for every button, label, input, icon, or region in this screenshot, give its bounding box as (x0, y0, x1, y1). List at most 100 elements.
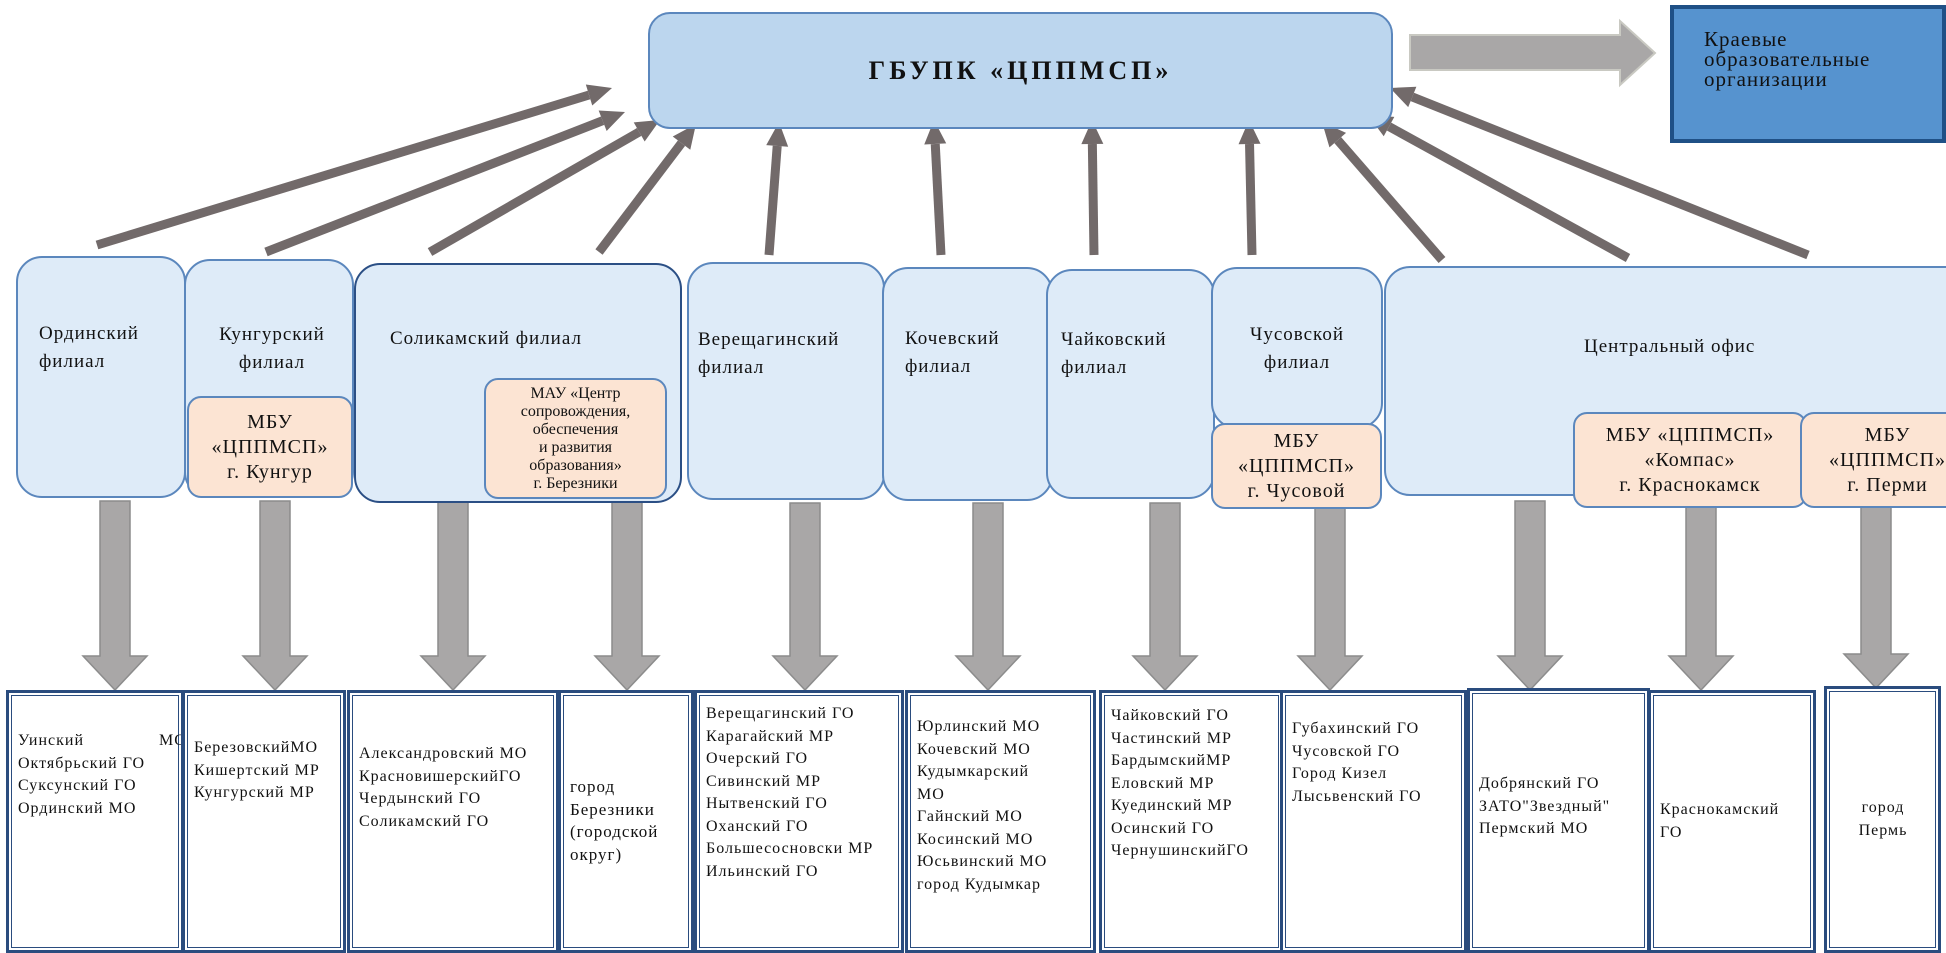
branch-label: филиал (39, 351, 106, 372)
mun-line: ЧернушинскийГО (1111, 842, 1249, 859)
up-arrow-shaft (764, 145, 782, 256)
mun-box-krasnokamsk: Краснокамский ГО (1648, 690, 1816, 953)
branch-label: Чайковский (1061, 329, 1167, 350)
mun-line: Ильинский ГО (706, 862, 819, 880)
down-arrow (1667, 502, 1735, 692)
mun-line: БерезовскийМО (194, 739, 319, 756)
mun-line: Александровский МО (359, 745, 528, 762)
branch-label: Чусовской (1249, 324, 1344, 345)
branch-label: филиал (1263, 352, 1331, 373)
mun-line: Чайковский ГО (1111, 707, 1229, 724)
mun-line: МО (917, 785, 945, 803)
down-arrow (1842, 502, 1910, 690)
up-arrow-shaft (1087, 143, 1099, 256)
mun-line: Юсьвинский МО (917, 853, 1048, 870)
mun-line: Кишертский МР (194, 761, 320, 779)
sub-line: МБУ «ЦППМСП» (1605, 423, 1775, 446)
mun-line: Большесосновски МР (706, 840, 874, 857)
down-arrow (419, 500, 487, 692)
mun-line: Город Кизел (1292, 765, 1388, 782)
mun-line: Сивинский МР (706, 772, 822, 790)
branch-label: филиал (238, 352, 306, 373)
up-arrow-head (598, 110, 625, 131)
sub-line: и развития (538, 438, 612, 456)
sub-line: г. Краснокамск (1619, 473, 1761, 496)
mun-line: Частинский МР (1111, 729, 1232, 747)
up-arrow-shaft (427, 128, 642, 256)
mun-box-chaykovsky: Чайковский ГО Частинский МР БардымскийМР… (1099, 690, 1284, 953)
mun-line: Осинский ГО (1111, 819, 1215, 837)
up-arrow-shaft (95, 90, 591, 250)
right-arrow (1409, 18, 1657, 88)
mun-line: Пермь (1858, 821, 1908, 839)
mun-line: Очерский ГО (706, 750, 809, 767)
mun-line: Октябрьский ГО (18, 754, 146, 772)
mun-line: Куединский МР (1111, 797, 1233, 814)
branch-label: филиал (1061, 357, 1128, 378)
regional-orgs-box: Краевые образовательные организации (1670, 5, 1946, 143)
mun-box-kungursky: БерезовскийМО Кишертский МР Кунгурский М… (182, 690, 346, 953)
branch-label: филиал (698, 357, 765, 378)
down-arrow (1496, 500, 1564, 692)
mun-box-kochevsky: Юрлинский МО Кочевский МО Кудымкарский М… (905, 690, 1096, 953)
mun-line: Косинский МО (917, 830, 1034, 848)
mun-line: Карагайский МР (706, 727, 835, 745)
down-arrow (954, 502, 1022, 692)
sub-line: г. Чусовой (1247, 479, 1346, 502)
branch-label: филиал (905, 356, 972, 377)
sub-line: сопровождения, (520, 402, 631, 420)
mun-line: Ординский МО (18, 799, 137, 817)
up-arrow-shaft (1334, 137, 1446, 263)
mun-box-central: Добрянский ГО ЗАТО"Звездный" Пермский МО (1467, 688, 1650, 953)
mun-line: Гайнский МО (917, 808, 1023, 825)
sub-line: «ЦППМСП» (211, 435, 329, 458)
down-arrow (771, 502, 839, 692)
mun-line: (городской (570, 822, 659, 841)
branch-ordinsky: Ординский филиал (16, 256, 186, 498)
mun-line: Оханский ГО (706, 817, 809, 835)
branch-label: Верещагинский (698, 329, 840, 350)
sub-line: г. Кунгур (227, 460, 313, 483)
down-arrow (81, 500, 149, 692)
branch-label: Ординский (39, 323, 139, 344)
mun-line: Кунгурский МР (194, 784, 315, 801)
sub-mau-berezniki: МАУ «Центр сопровождения, обеспечения и … (484, 378, 667, 499)
mun-line: Краснокамский (1660, 801, 1780, 818)
down-arrow (1131, 502, 1199, 692)
branch-chusovskoy: Чусовской филиал (1211, 267, 1383, 429)
mun-line: Юрлинский МО (917, 718, 1041, 735)
sub-line: «Компас» (1644, 448, 1736, 471)
mun-line: Еловский МР (1111, 774, 1215, 792)
sub-line: образования» (529, 456, 622, 474)
mun-line: Уинский МО (18, 732, 184, 749)
mun-line: город Кудымкар (917, 875, 1041, 893)
sub-line: МАУ «Центр (530, 384, 621, 402)
regional-line: образовательные (1704, 47, 1871, 71)
mun-line: Верещагинский ГО (706, 705, 855, 722)
branch-chaykovsky: Чайковский филиал (1046, 269, 1215, 499)
mun-box-vereshchaginsky: Верещагинский ГО Карагайский МР Очерский… (694, 690, 904, 953)
branch-vereshchaginsky: Верещагинский филиал (687, 262, 885, 500)
mun-line: город (570, 777, 616, 796)
up-arrow-shaft (595, 140, 686, 255)
mun-line: КрасновишерскийГО (359, 767, 522, 785)
mun-box-chusovskoy: Губахинский ГО Чусовской ГО Город Кизел … (1280, 690, 1467, 953)
mun-box-solikamsky: Александровский МО КрасновишерскийГО Чер… (347, 690, 559, 953)
mun-line: Кудымкарский (917, 763, 1030, 780)
mun-line: округ) (570, 844, 623, 864)
sub-mbu-chusovoy: МБУ «ЦППМСП» г. Чусовой (1211, 423, 1382, 509)
up-arrow-shaft (1245, 143, 1257, 256)
sub-line: «ЦППМСП» (1829, 448, 1946, 471)
mun-line: Суксунский ГО (18, 777, 137, 794)
up-arrow-shaft (930, 143, 946, 256)
top-org-title: ГБУПК «ЦППМСП» (868, 55, 1173, 85)
up-arrow-shaft (264, 116, 605, 257)
mun-line: Лысьвенский ГО (1292, 787, 1422, 805)
mun-line: Чердынский ГО (359, 790, 482, 807)
top-org-box: ГБУПК «ЦППМСП» (648, 12, 1393, 129)
mun-line: Добрянский ГО (1479, 775, 1600, 792)
up-arrow-head (585, 84, 612, 106)
branch-label: Соликамский филиал (390, 328, 582, 349)
mun-line: ЗАТО"Звездный" (1479, 797, 1611, 815)
regional-line: организации (1704, 67, 1828, 91)
